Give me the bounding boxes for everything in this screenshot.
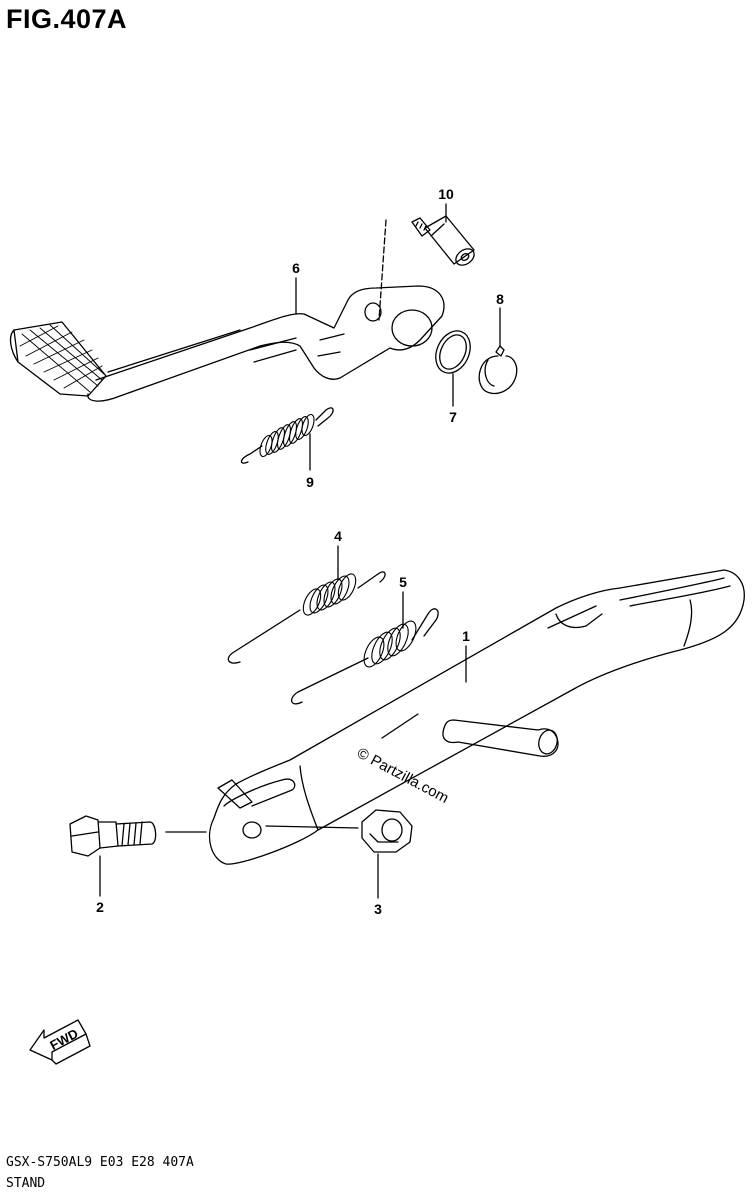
- callout-6: 6: [292, 260, 300, 276]
- model-code: GSX-S750AL9 E03 E28 407A: [6, 1155, 194, 1170]
- part-8-snap-ring[interactable]: [478, 345, 518, 395]
- callout-2: 2: [96, 899, 104, 915]
- callout-4: 4: [334, 528, 342, 544]
- callout-8: 8: [496, 291, 504, 307]
- callout-3: 3: [374, 901, 382, 917]
- section-name: STAND: [6, 1176, 46, 1191]
- part-9-spring[interactable]: [240, 407, 334, 464]
- callout-5: 5: [399, 574, 407, 590]
- part-6-pedal[interactable]: [9, 285, 445, 402]
- guide-3: [265, 825, 359, 829]
- callout-1: 1: [462, 628, 470, 644]
- part-7-washer[interactable]: [429, 325, 477, 378]
- part-4-spring[interactable]: [227, 571, 386, 664]
- part-5-spring[interactable]: [291, 608, 439, 705]
- figure-title: FIG.407A: [6, 4, 128, 34]
- callout-7: 7: [449, 409, 457, 425]
- part-2-bolt[interactable]: [69, 815, 157, 857]
- watermark: © Partzilla.com: [354, 745, 451, 807]
- part-3-nut[interactable]: [361, 809, 413, 853]
- callout-10: 10: [438, 186, 454, 202]
- callout-9: 9: [306, 474, 314, 490]
- fwd-arrow-icon: FWD: [29, 1019, 91, 1065]
- part-10-pin[interactable]: [411, 215, 477, 268]
- guide-10: [378, 219, 387, 321]
- fwd-label: FWD: [47, 1026, 80, 1053]
- part-1-side-stand[interactable]: [209, 569, 745, 865]
